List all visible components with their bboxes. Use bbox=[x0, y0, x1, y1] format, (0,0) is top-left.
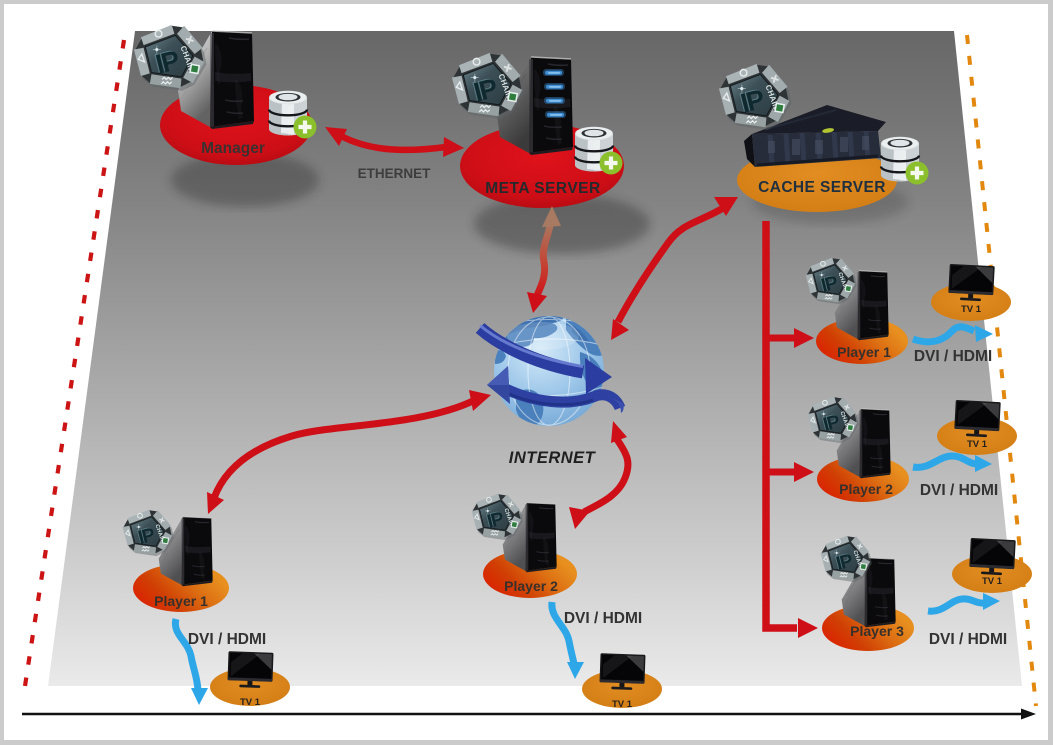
svg-text:TV 1: TV 1 bbox=[961, 304, 982, 315]
svg-text:TV 1: TV 1 bbox=[612, 699, 633, 710]
svg-text:CACHE SERVER: CACHE SERVER bbox=[758, 179, 886, 196]
svg-text:TV 1: TV 1 bbox=[982, 576, 1003, 587]
svg-text:Manager: Manager bbox=[201, 140, 265, 157]
svg-text:DVI / HDMI: DVI / HDMI bbox=[929, 631, 1007, 648]
svg-text:Player 3: Player 3 bbox=[850, 623, 904, 639]
svg-text:DVI / HDMI: DVI / HDMI bbox=[564, 610, 642, 627]
svg-text:Player 2: Player 2 bbox=[839, 481, 893, 497]
svg-text:DVI / HDMI: DVI / HDMI bbox=[188, 631, 266, 648]
svg-text:META SERVER: META SERVER bbox=[485, 180, 600, 197]
svg-text:DVI / HDMI: DVI / HDMI bbox=[914, 348, 992, 365]
svg-text:Player 1: Player 1 bbox=[154, 593, 208, 609]
svg-text:INTERNET: INTERNET bbox=[509, 449, 597, 467]
svg-text:Player 1: Player 1 bbox=[837, 344, 891, 360]
svg-text:TV 1: TV 1 bbox=[240, 697, 261, 708]
svg-text:TV 1: TV 1 bbox=[967, 439, 988, 450]
svg-text:DVI / HDMI: DVI / HDMI bbox=[920, 482, 998, 499]
svg-text:Player 2: Player 2 bbox=[504, 578, 558, 594]
svg-text:ETHERNET: ETHERNET bbox=[358, 166, 432, 181]
